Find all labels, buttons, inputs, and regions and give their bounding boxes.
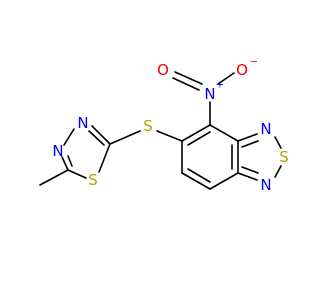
bond-s-c2 bbox=[98, 143, 111, 173]
atom-o-nitro-right: O bbox=[236, 61, 248, 79]
atom-n-benzo-lower: N bbox=[260, 176, 271, 194]
bond-n4-c5 bbox=[61, 156, 69, 171]
atom-o-nitro-left: O bbox=[157, 61, 169, 79]
atom-labels: N N S S N + O O − N N S bbox=[52, 57, 288, 195]
bond-n-lower-c7a-double bbox=[241, 166, 259, 174]
bond-nnitro-oleft bbox=[174, 71, 203, 85]
bond-n4-c5-double bbox=[67, 155, 73, 167]
atom-n-nitro: N bbox=[204, 85, 215, 103]
bond-c2-n3 bbox=[91, 125, 111, 145]
bond-c5-s bbox=[67, 169, 87, 179]
bond-c7a-c7 bbox=[209, 172, 239, 190]
atom-s-thioether: S bbox=[143, 117, 153, 135]
bond-c5-c4-double bbox=[187, 131, 211, 146]
bond-c3a-n-upper-double bbox=[241, 140, 259, 148]
bond-methyl bbox=[39, 169, 69, 186]
bond-c3a-n-upper bbox=[237, 133, 258, 142]
bonds bbox=[39, 71, 282, 190]
bond-s-bridge-c5 bbox=[156, 130, 183, 142]
atom-n-thiadiazole-upper: N bbox=[77, 114, 88, 132]
bond-n3-n4 bbox=[63, 128, 75, 146]
bond-c2-s-bridge bbox=[109, 130, 141, 145]
atom-s-thiadiazole: S bbox=[88, 171, 98, 189]
atom-n-thiadiazole-lower: N bbox=[52, 142, 63, 160]
atom-s-benzo: S bbox=[279, 148, 289, 166]
charge-o-nitro-right: − bbox=[250, 57, 258, 68]
bond-c2-n3-double bbox=[88, 130, 105, 146]
bond-nnitro-oleft-double bbox=[172, 77, 200, 91]
bond-c7-c6-double bbox=[187, 168, 211, 183]
bond-nnitro-oright bbox=[217, 72, 235, 85]
bond-n-lower-c7a bbox=[237, 172, 258, 181]
bond-c7-c6 bbox=[181, 172, 211, 190]
bond-n-upper-s bbox=[274, 136, 282, 149]
bond-s-n-lower bbox=[274, 165, 282, 178]
bond-c4-c3a bbox=[209, 124, 239, 142]
atom-n-benzo-upper: N bbox=[260, 120, 271, 138]
chemical-structure-diagram: N N S S N + O O − N N S bbox=[39, 57, 289, 195]
charge-n-nitro: + bbox=[216, 80, 224, 91]
bond-c5-c4 bbox=[181, 124, 211, 142]
